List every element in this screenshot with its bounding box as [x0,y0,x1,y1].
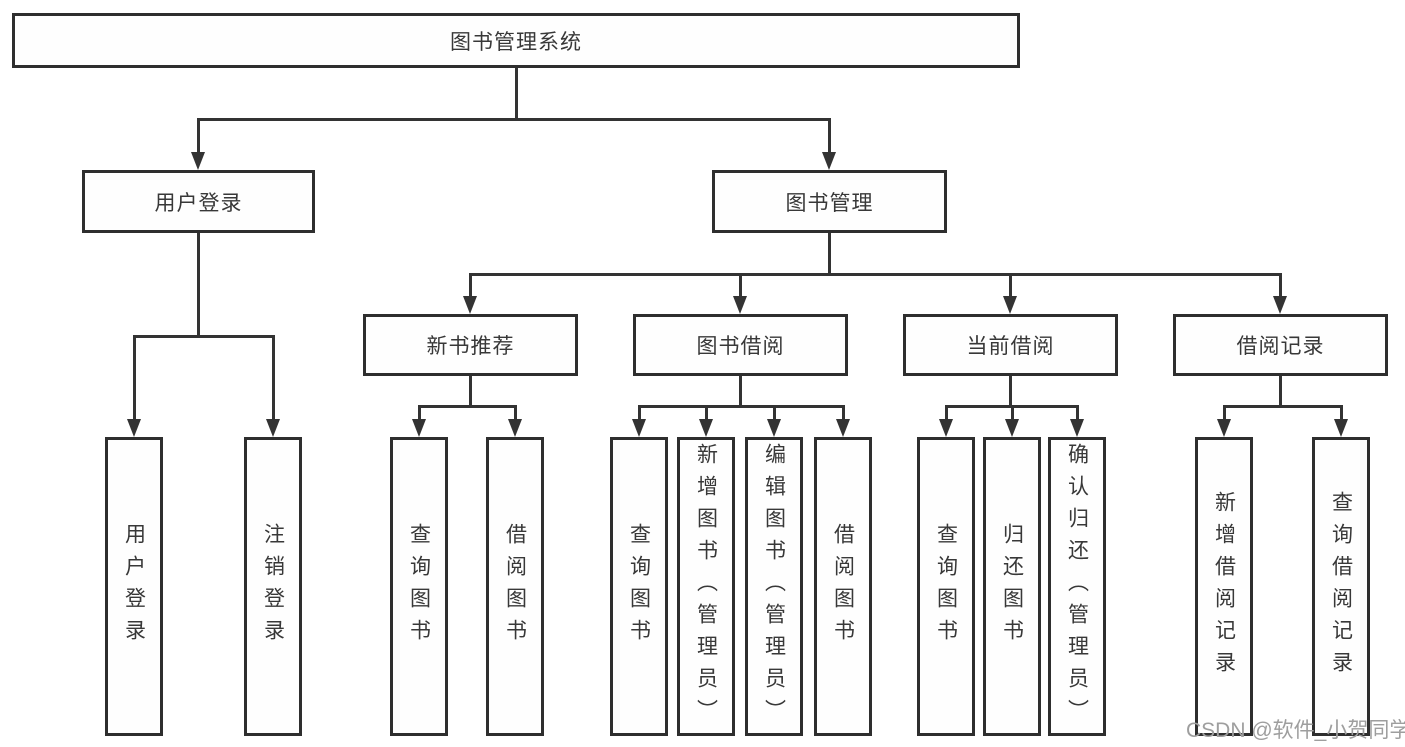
connector-vline [1222,405,1226,422]
node-library-management-system: 图书管理系统 [12,13,1020,68]
connector-arrow-down [127,419,141,437]
connector-arrow-down [1005,419,1019,437]
connector-vline [772,405,776,422]
connector-vline [1278,273,1282,299]
node-query-books-recommend: 查询图书 [390,437,448,736]
connector-vline [841,405,845,422]
connector-vline [944,405,948,422]
node-label: 当前借阅 [966,335,1055,358]
connector-arrow-down [1217,419,1231,437]
node-borrowing-records: 借阅记录 [1173,314,1388,376]
connector-hline [637,405,845,408]
node-book-borrowing: 图书借阅 [633,314,848,376]
connector-vline [1010,405,1014,422]
node-label: 图书借阅 [696,335,785,358]
connector-arrow-down [733,296,747,314]
connector-vline [739,376,742,408]
node-user-login-action: 用户登录 [105,437,163,736]
connector-hline [132,335,275,338]
connector-vline [468,273,472,299]
node-logout-action: 注销登录 [244,437,302,736]
node-label: 借阅记录 [1236,335,1325,358]
connector-vline [738,273,742,299]
node-borrow-books-borrow: 借阅图书 [814,437,872,736]
connector-arrow-down [822,152,836,170]
node-book-management: 图书管理 [712,170,947,233]
connector-vline [1279,376,1282,408]
node-label: 查询图书 [407,522,431,651]
connector-arrow-down [1334,419,1348,437]
connector-vline [1009,376,1012,408]
connector-vline [514,68,518,121]
connector-arrow-down [1003,296,1017,314]
node-label: 编辑图书（管理员） [762,442,786,731]
node-label: 查询图书 [934,522,958,651]
connector-vline [196,118,200,154]
connector-arrow-down [191,152,205,170]
connector-vline [637,405,641,422]
connector-vline [271,335,275,422]
node-label: 新增借阅记录 [1212,490,1236,683]
node-label: 查询图书 [627,522,651,651]
node-return-books: 归还图书 [983,437,1041,736]
connector-hline [468,273,1282,276]
node-user-login: 用户登录 [82,170,315,233]
node-label: 新增图书（管理员） [694,442,718,731]
node-add-books-admin: 新增图书（管理员） [677,437,735,736]
node-label: 查询借阅记录 [1329,490,1353,683]
node-current-borrowing: 当前借阅 [903,314,1118,376]
connector-vline [196,233,200,338]
connector-hline [196,118,831,121]
watermark: CSDN @软件_小贺同学 [1186,719,1405,742]
connector-arrow-down [1070,419,1084,437]
node-label: 借阅图书 [503,522,527,651]
connector-arrow-down [1273,296,1287,314]
node-label: 新书推荐 [426,335,515,358]
node-edit-books-admin: 编辑图书（管理员） [745,437,803,736]
connector-arrow-down [699,419,713,437]
connector-vline [1008,273,1012,299]
node-label: 图书管理系统 [450,30,582,54]
connector-arrow-down [836,419,850,437]
connector-vline [827,233,831,276]
node-add-borrow-record: 新增借阅记录 [1195,437,1253,736]
connector-vline [469,376,472,408]
connector-arrow-down [266,419,280,437]
node-label: 用户登录 [154,191,243,215]
node-label: 图书管理 [785,191,874,215]
connector-arrow-down [508,419,522,437]
node-query-borrow-record: 查询借阅记录 [1312,437,1370,736]
connector-arrow-down [463,296,477,314]
connector-hline [1222,405,1343,408]
connector-vline [417,405,421,422]
connector-arrow-down [939,419,953,437]
connector-vline [513,405,517,422]
node-label: 确认归还（管理员） [1065,442,1089,731]
connector-arrow-down [632,419,646,437]
connector-arrow-down [767,419,781,437]
node-confirm-return-admin: 确认归还（管理员） [1048,437,1106,736]
connector-vline [1339,405,1343,422]
node-query-books-current: 查询图书 [917,437,975,736]
node-label: 借阅图书 [831,522,855,651]
node-label: 用户登录 [122,522,146,651]
node-new-book-recommend: 新书推荐 [363,314,578,376]
connector-hline [417,405,517,408]
node-label: 注销登录 [261,522,285,651]
node-borrow-books-recommend: 借阅图书 [486,437,544,736]
connector-vline [1075,405,1079,422]
node-query-books-borrow: 查询图书 [610,437,668,736]
connector-vline [132,335,136,422]
connector-arrow-down [412,419,426,437]
connector-vline [704,405,708,422]
connector-vline [827,118,831,154]
node-label: 归还图书 [1000,522,1024,651]
